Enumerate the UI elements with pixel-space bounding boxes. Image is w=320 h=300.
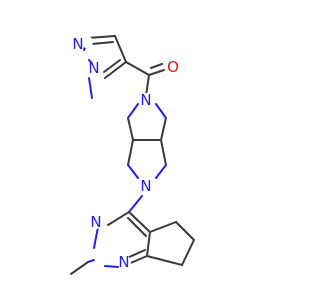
- atom-n: N: [88, 59, 99, 77]
- atom-label-pyrrolidine-n-bottom: N: [139, 177, 153, 195]
- atom-n: N: [90, 213, 101, 231]
- atom-o: O: [167, 58, 179, 76]
- atom-n: N: [140, 177, 151, 195]
- atom-label-pyrrolidine-n-top: N: [139, 91, 153, 109]
- carbonyl-group: [125, 61, 165, 97]
- atom-label-pyrazole-n2: N: [88, 59, 102, 77]
- atom-label-pyrimidine-n1: N: [117, 253, 131, 271]
- molecule-diagram: N N O N N N N: [70, 35, 195, 275]
- atom-label-pyrimidine-n3: N: [89, 213, 103, 231]
- pyrrolopyrrole-core: [127, 103, 167, 179]
- atom-label-carbonyl-o: O: [166, 58, 180, 76]
- cyclopentane-ring: [146, 221, 195, 266]
- atom-n: N: [118, 253, 129, 271]
- pyrimidine-ring: [70, 195, 151, 275]
- atom-n: N: [140, 91, 151, 109]
- atom-n: N: [72, 35, 83, 53]
- atom-label-pyrazole-n1: N: [72, 35, 93, 53]
